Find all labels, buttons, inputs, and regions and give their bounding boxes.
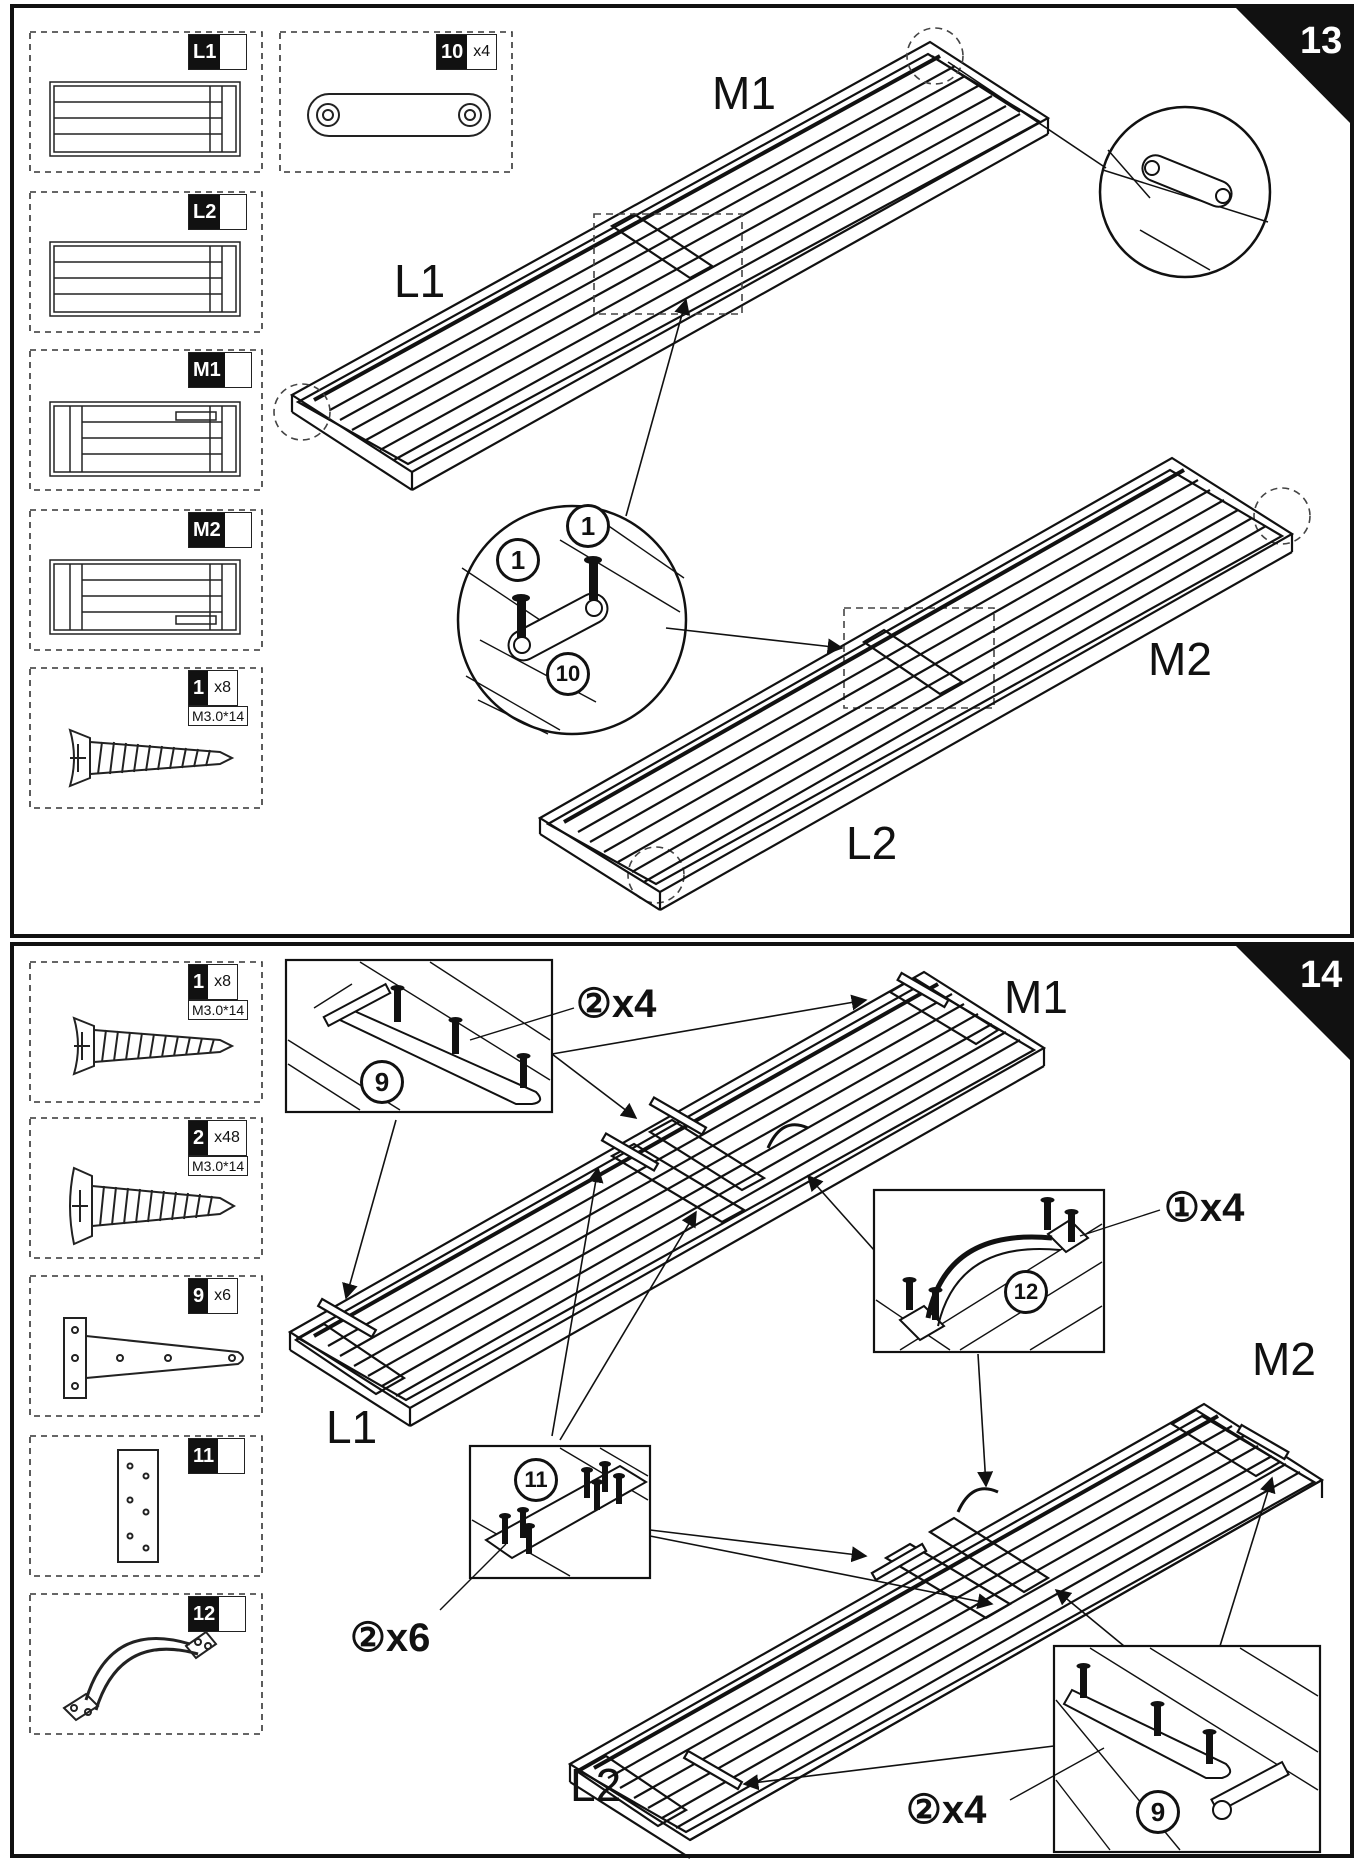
- handle-thumbnail: [62, 1630, 218, 1722]
- label-l2: L2: [846, 817, 898, 869]
- bracket-thumbnail: [117, 1449, 159, 1563]
- part-spec: M3.0*14: [188, 1000, 249, 1020]
- callout-screw-a: 1: [496, 538, 540, 582]
- step-13-screw-zoom: [456, 298, 844, 736]
- screw-thumbnail-14a: [72, 1016, 235, 1076]
- step-14-arrows: [342, 994, 1276, 1791]
- screw-thumbnail-14b: [69, 1166, 237, 1246]
- part-code: 10: [437, 35, 468, 69]
- part-qty: x8: [214, 973, 232, 990]
- part-tag-handle: 12: [188, 1596, 247, 1632]
- step-13-upper-board: [289, 40, 1051, 491]
- panel-thumbnails-13: [49, 81, 241, 635]
- part-qty: [220, 35, 246, 69]
- part-qty: [225, 513, 251, 547]
- step-14-bracket-zoom: [468, 1444, 652, 1580]
- step-14-part-boxes: [29, 961, 263, 1735]
- label-l2: L2: [570, 1759, 622, 1811]
- part-code: M2: [189, 513, 225, 547]
- step-14-number: 14: [1300, 954, 1343, 996]
- callout-hinge-screws-top: ②x4: [576, 982, 657, 1026]
- step-14-frame: [10, 942, 1354, 1858]
- part-tag-screw-1: 1 x8: [188, 964, 239, 1000]
- plate-thumbnail: [307, 93, 491, 137]
- screw-thumbnail-13: [68, 728, 235, 788]
- part-tag-m2: M2: [188, 512, 252, 548]
- part-code: M1: [189, 353, 225, 387]
- hinge-thumbnail: [63, 1317, 244, 1399]
- callout-hinge-top: 9: [360, 1060, 404, 1104]
- part-spec: M3.0*14: [188, 706, 249, 726]
- part-code: 2: [189, 1121, 209, 1155]
- part-code: 1: [189, 671, 209, 705]
- part-tag-hinge: 9 x6: [188, 1278, 239, 1314]
- step-13-frame: [10, 4, 1354, 938]
- label-m2: M2: [1252, 1333, 1316, 1385]
- part-code: L1: [189, 35, 221, 69]
- step-13-corner-zoom: [947, 61, 1272, 279]
- step-13-part-boxes: [29, 31, 513, 809]
- part-tag-m1: M1: [188, 352, 252, 388]
- callout-handle-screws: ①x4: [1164, 1186, 1245, 1230]
- callout-handle: 12: [1004, 1270, 1048, 1314]
- callout-hinge-screws-bottom: ②x4: [906, 1788, 987, 1832]
- part-tag-screw-1: 1 x8: [188, 670, 239, 706]
- step-13-lower-board: [537, 456, 1295, 911]
- part-tag-l2: L2: [188, 194, 248, 230]
- part-tag-l1: L1: [188, 34, 248, 70]
- step-14-handle-zoom: [872, 1188, 1106, 1354]
- part-qty: [220, 195, 246, 229]
- step-13-corner-tab: [1236, 8, 1352, 125]
- step-14-hinge-zoom-bottom: [1052, 1644, 1322, 1854]
- step-13-detail-markers: [273, 27, 1311, 904]
- part-tag-screw-2: 2 x48: [188, 1120, 247, 1156]
- part-qty: [225, 353, 251, 387]
- callout-leaders: [439, 1007, 1161, 1801]
- callout-screw-b: 1: [566, 504, 610, 548]
- part-qty: [219, 1597, 245, 1631]
- part-qty: x48: [214, 1129, 240, 1146]
- label-m1: M1: [1004, 971, 1068, 1023]
- part-code: L2: [189, 195, 221, 229]
- part-qty: [218, 1439, 244, 1473]
- label-m2: M2: [1148, 633, 1212, 685]
- callout-bracket-screws: ②x6: [350, 1616, 431, 1660]
- part-code: 1: [189, 965, 209, 999]
- part-tag-bracket: 11: [188, 1438, 246, 1474]
- step-14-lower-board: [567, 1402, 1325, 1859]
- label-m1: M1: [712, 67, 776, 119]
- part-code: 12: [189, 1597, 220, 1631]
- callout-hinge-bottom: 9: [1136, 1790, 1180, 1834]
- label-l1: L1: [394, 255, 446, 307]
- step-14-hinge-zoom-top: [284, 958, 554, 1114]
- part-qty: x8: [214, 679, 232, 696]
- callout-plate: 10: [546, 652, 590, 696]
- part-qty: x6: [214, 1287, 232, 1304]
- part-qty: x4: [473, 43, 491, 60]
- part-code: 9: [189, 1279, 209, 1313]
- step-13-number: 13: [1300, 20, 1343, 62]
- part-spec: M3.0*14: [188, 1156, 249, 1176]
- step-14-upper-board: [287, 970, 1047, 1427]
- callout-bracket: 11: [514, 1458, 558, 1502]
- label-l1: L1: [326, 1401, 378, 1453]
- step-14-corner-tab: [1236, 946, 1352, 1062]
- part-tag-10: 10 x4: [436, 34, 498, 70]
- part-code: 11: [189, 1439, 219, 1473]
